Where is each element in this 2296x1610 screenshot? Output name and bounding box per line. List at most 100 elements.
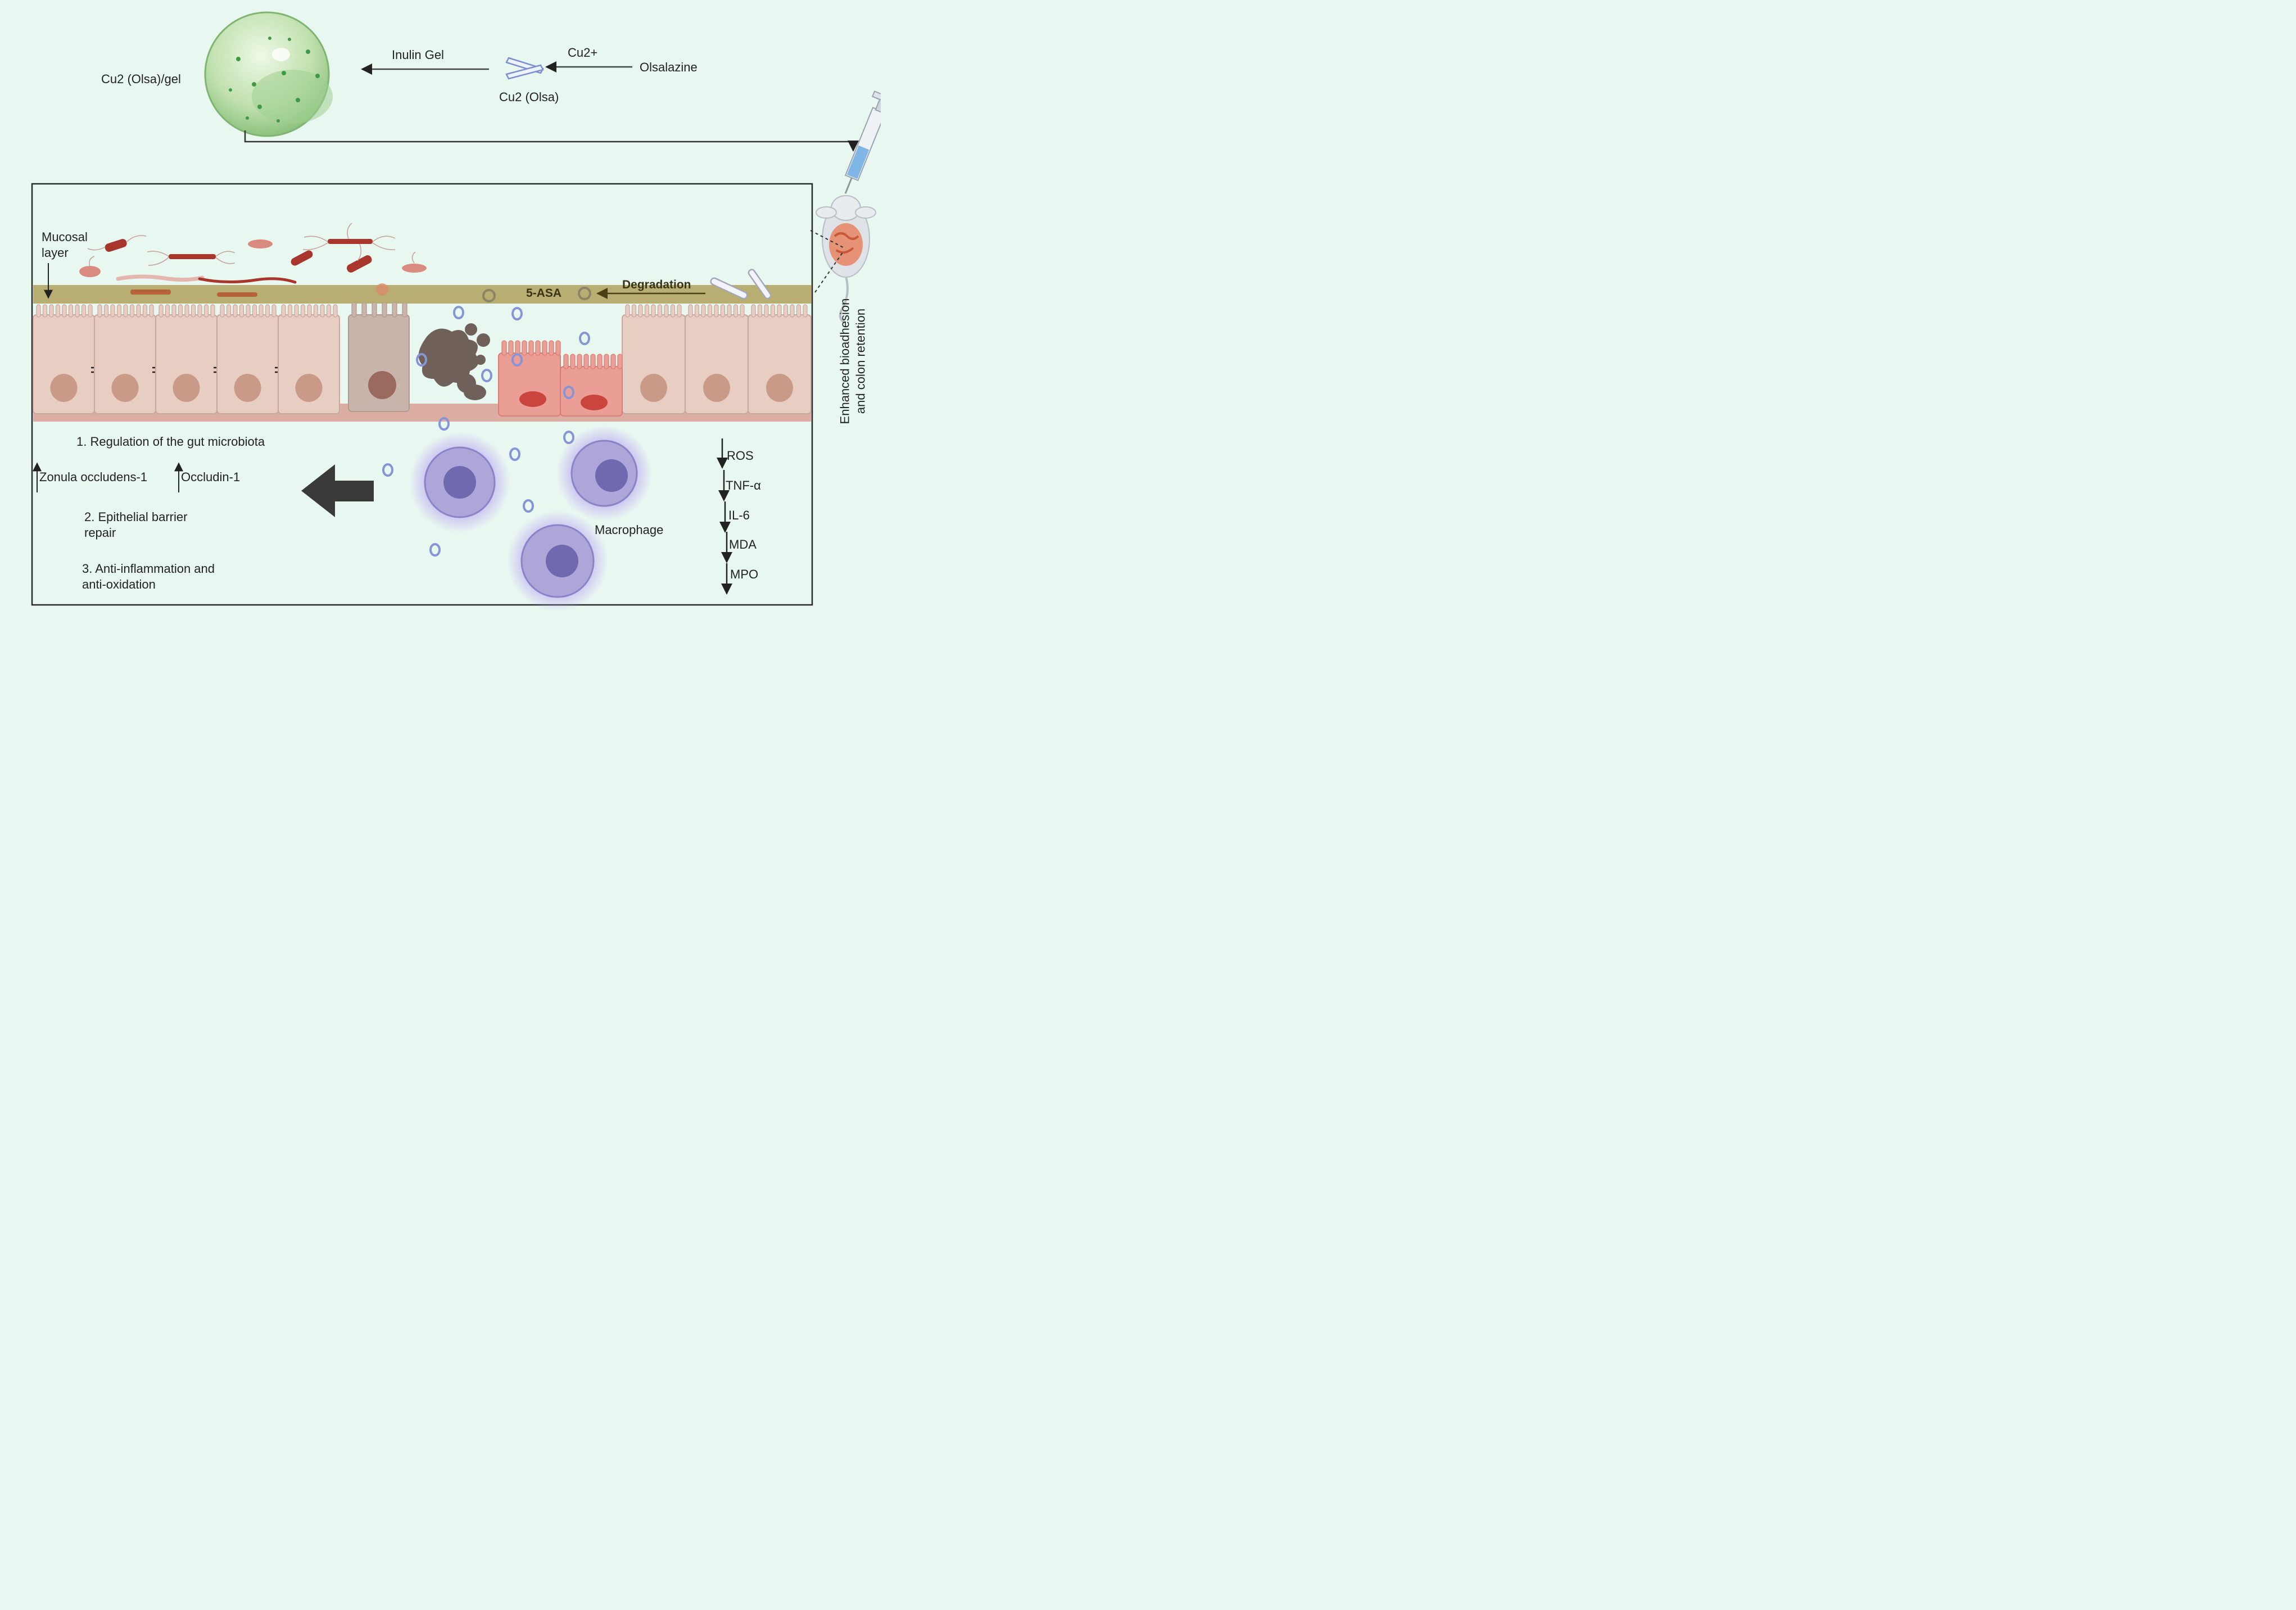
microvillus [610,354,616,369]
microvillus [252,304,257,318]
microvillus [116,304,122,318]
microvillus [392,302,397,318]
microvillus [714,304,719,318]
label-mpo: MPO [730,567,759,581]
microvillus [740,304,745,318]
microvillus [361,302,367,318]
microvillus [783,304,789,318]
cell-nucleus [640,374,667,402]
microvillus [246,304,251,318]
microvillus [631,304,637,318]
microvillus [178,304,183,318]
microvillus [55,304,61,318]
microvillus [617,354,623,369]
microvillus [326,304,332,318]
diagram-svg [31,11,881,612]
main-panel [31,183,813,606]
microvillus [88,304,93,318]
microvillus [81,304,87,318]
microvillus [142,304,148,318]
microvillus [577,354,582,369]
microvillus [110,304,115,318]
label-ros: ROS [727,449,754,463]
microvillus [220,304,225,318]
microvillus [158,304,164,318]
down-arrows [717,438,732,595]
effect-2: 2. Epithelial barrier repair [84,510,188,540]
microvillus [677,304,682,318]
label-tnf: TNF-α [726,478,761,492]
microvillus [197,304,202,318]
label-mucosal-layer: Mucosal layer [42,230,88,260]
microvillus [313,304,319,318]
gel-sphere [204,11,333,137]
microvillus [149,304,154,318]
microvillus [402,302,407,318]
microvillus [522,340,527,356]
label-enhanced: Enhanced bioadhesion and colon retention [837,298,868,424]
microvillus [300,304,306,318]
microvillus [638,304,643,318]
microvillus [271,304,277,318]
cu2-olsa-molecule-icon [505,57,544,80]
microvillus [644,304,650,318]
microvillus [165,304,170,318]
diagram-canvas: Cu2 (Olsa)/gel Inulin Gel Cu2+ Olsalazin… [0,0,881,617]
microvillus [757,304,763,318]
mouse-icon [810,195,876,324]
microvillus [191,304,196,318]
microvillus [720,304,726,318]
microvillus [259,304,264,318]
microvillus [501,340,507,356]
microvillus [803,304,808,318]
cell-nucleus [50,374,78,402]
microvillus [707,304,713,318]
microvillus [36,304,41,318]
cell-nucleus [766,374,793,402]
microvillus [68,304,74,318]
microvillus [294,304,299,318]
microvillus [688,304,693,318]
macrophage-cells [409,426,652,612]
effect-arrow [301,464,374,517]
cell-nucleus [295,374,323,402]
microvillus [535,340,541,356]
label-zo1: Zonula occludens-1 [39,470,148,484]
label-mda: MDA [729,537,757,551]
inflamed-cells [498,352,623,417]
microvillus [333,304,338,318]
asa-particles [382,306,590,557]
label-inulin-gel: Inulin Gel [392,48,444,62]
olsa-rods-icon [710,269,772,300]
microvillus [62,304,67,318]
microvillus [233,304,238,318]
goblet-cell [348,314,410,412]
damaged-cell-debris [418,323,490,400]
microvillus [226,304,232,318]
microvillus [210,304,215,318]
microvillus [583,354,589,369]
label-cu2-plus: Cu2+ [568,46,598,60]
microvillus [701,304,706,318]
microvillus [751,304,756,318]
microvillus [590,354,596,369]
cell-nucleus [234,374,261,402]
effect-1: 1. Regulation of the gut microbiota [76,435,265,449]
microvillus [508,340,514,356]
microvillus [694,304,700,318]
cell-nucleus [703,374,730,402]
microvillus [555,340,561,356]
microvillus [351,302,357,318]
microvillus [727,304,732,318]
label-cu2-olsa: Cu2 (Olsa) [499,90,559,104]
microvillus [103,304,109,318]
epithelium [33,304,812,414]
microvillus [320,304,325,318]
microvillus [265,304,270,318]
microvillus [281,304,286,318]
delivery-line [244,130,859,152]
microvillus [733,304,739,318]
microvillus [382,302,387,318]
label-occludin: Occludin-1 [181,470,241,484]
microvillus [136,304,141,318]
